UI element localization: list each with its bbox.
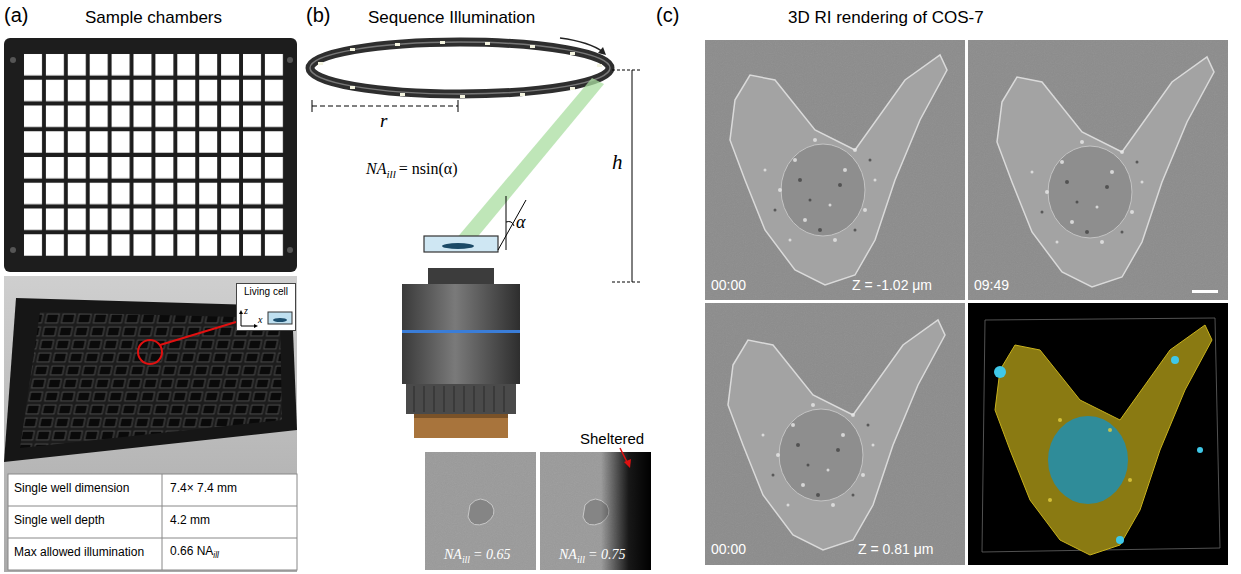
panel-letter: (c): [656, 4, 679, 27]
dimension-label: r: [380, 110, 387, 132]
table-cell: Max allowed illumination: [14, 546, 144, 560]
table-cell: 0.66 NAill: [170, 545, 219, 561]
callout-label: Sheltered: [580, 430, 644, 447]
table-cell: 4.2 mm: [170, 514, 210, 528]
table-cell: 7.4× 7.4 mm: [170, 482, 237, 496]
table-cell: 0.66 NA: [170, 544, 213, 558]
axis-label: x: [258, 314, 262, 326]
panel-title: Sample chambers: [85, 8, 222, 28]
subscript: ill: [386, 168, 395, 180]
subscript: ill: [577, 554, 585, 565]
panel-letter: (a): [4, 4, 28, 27]
timestamp: 09:49: [974, 277, 1009, 293]
panel-letter: (b): [306, 4, 330, 27]
subscript: ill: [213, 550, 219, 560]
panel-title: 3D RI rendering of COS-7: [788, 8, 984, 28]
image-annotation: NAill= 0.65: [444, 547, 511, 565]
depth-label: Z = 0.81 μm: [858, 541, 933, 557]
formula: NAill= nsin(α): [366, 160, 458, 181]
angle-label: α: [516, 212, 525, 233]
table-cell: Single well depth: [14, 514, 105, 528]
timestamp: 00:00: [711, 541, 746, 557]
subscript: ill: [462, 554, 470, 565]
formula-part: NA: [444, 547, 462, 562]
formula-part: NA: [559, 547, 577, 562]
dimension-label: h: [612, 150, 623, 174]
formula-part: NA: [366, 160, 386, 177]
formula-part: = nsin(α): [396, 160, 458, 177]
axis-label: z: [244, 305, 248, 317]
timestamp: 00:00: [711, 277, 746, 293]
inset-box: Living cell: [236, 283, 296, 331]
inset-label: Living cell: [237, 284, 295, 298]
image-annotation: NAill= 0.75: [559, 547, 626, 565]
table-cell: Single well dimension: [14, 482, 129, 496]
depth-label: Z = -1.02 μm: [852, 277, 932, 293]
formula-part: = 0.65: [470, 547, 510, 562]
panel-title: Sequence Illumination: [368, 8, 535, 28]
formula-part: = 0.75: [585, 547, 625, 562]
